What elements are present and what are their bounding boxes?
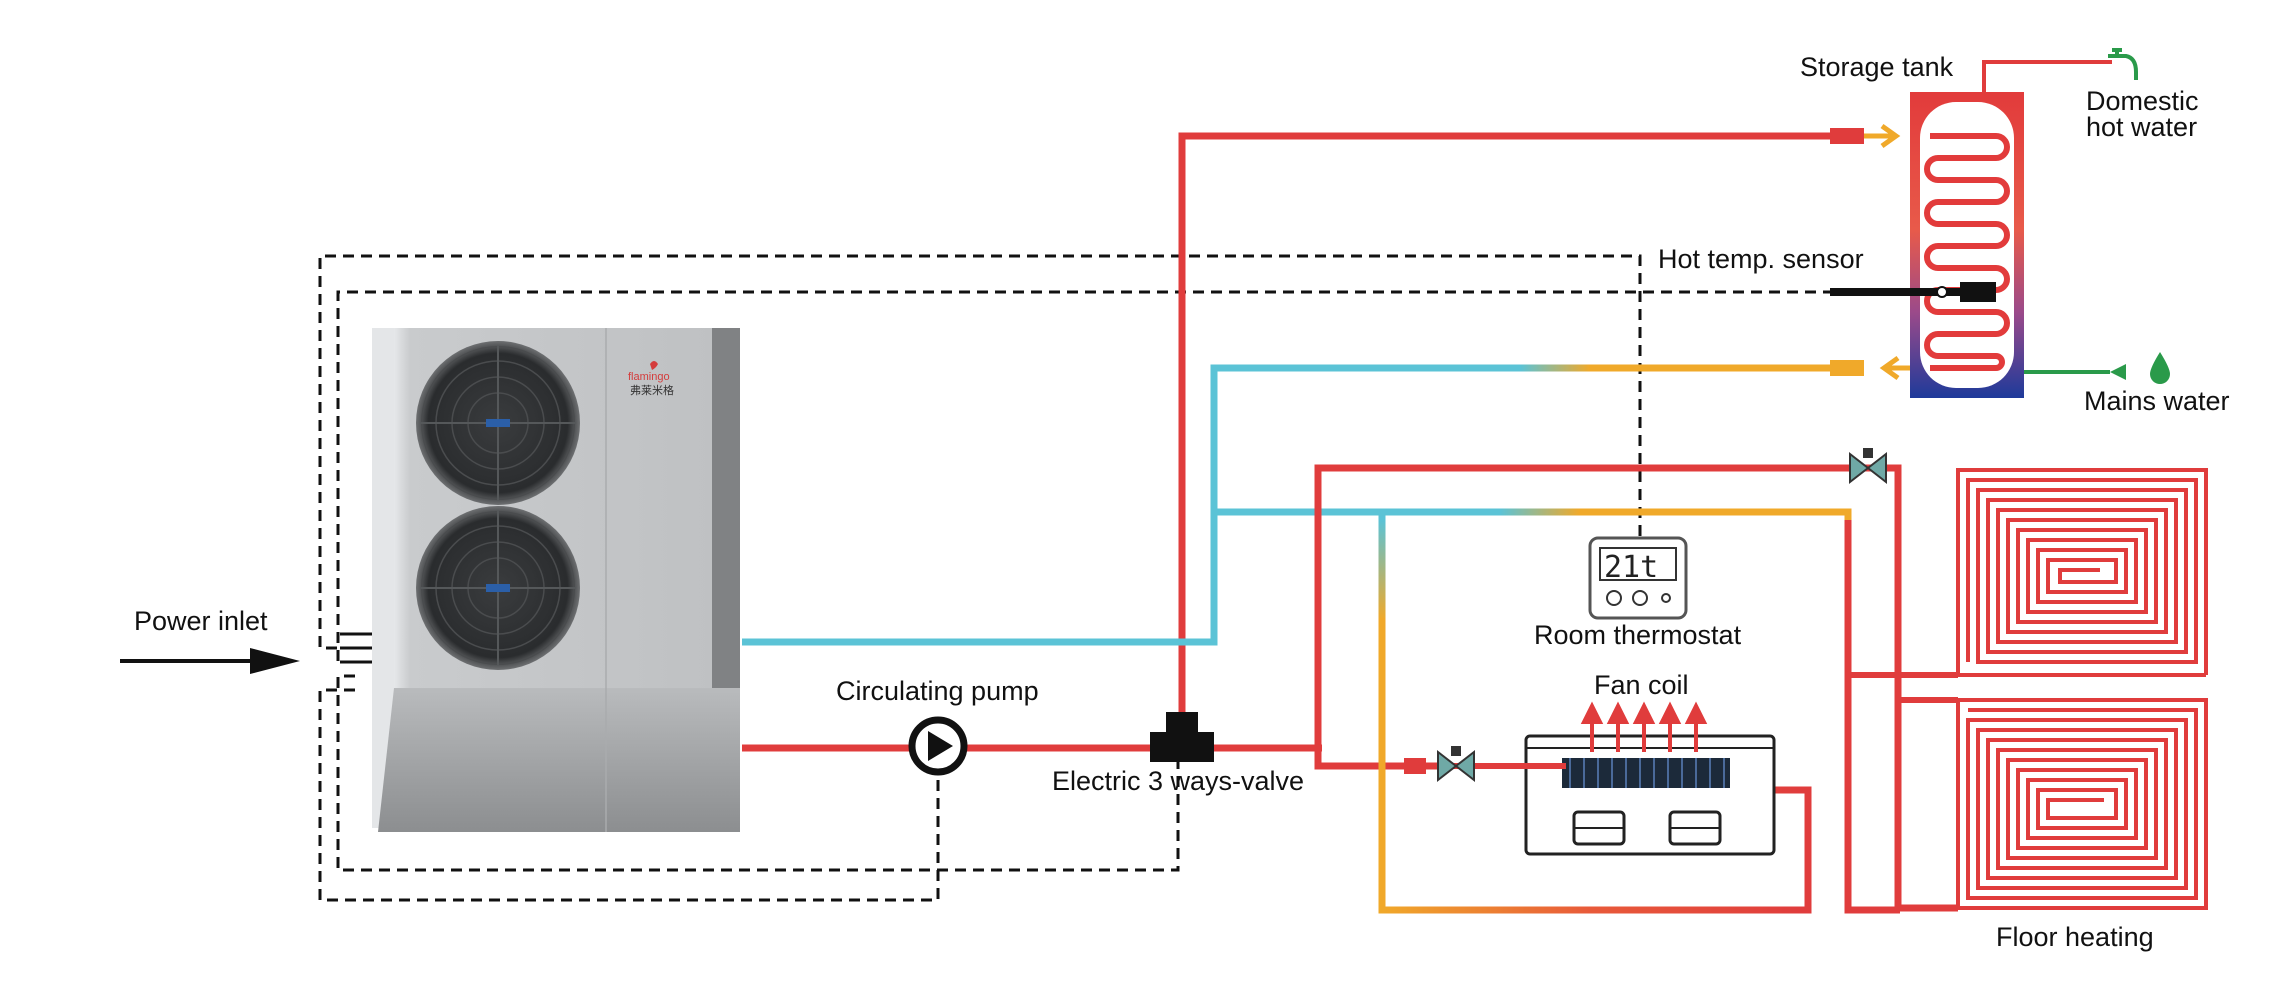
tank-coil [1924,133,2010,371]
heat-pump-unit: flamingo 弗莱米格 [340,328,740,832]
wire-circulating-pump [318,688,940,902]
faucet-icon [2108,48,2138,80]
label-power-inlet: Power inlet [134,606,268,636]
sensor-dot [1936,286,1948,298]
label-hot-temp-sensor: Hot temp. sensor [1658,244,1864,274]
unit-right-panel [712,328,740,688]
thermostat-button-left-icon [1606,590,1622,606]
sensor-rod [1830,288,1990,296]
fancoil-zone-valve-icon [1437,746,1475,783]
floor-heating-coil-upper [1956,468,2208,677]
pipe-heating-return-cold [1210,368,1500,516]
brand-latin-text: flamingo [628,371,670,383]
collar-bottom-left [1830,360,1864,376]
fancoil-body [1524,734,1776,856]
fancoil-coil-block [1562,758,1730,788]
fan-coil [1404,701,1776,856]
top-fan-icon [416,341,580,505]
pipe-to-tank [1178,132,1830,735]
electric-valve-icon [1150,712,1214,762]
bottom-fan-icon [416,506,580,670]
brand-logo: flamingo 弗莱米格 [628,361,674,397]
hot-temp-sensor [1830,282,1996,302]
pipe-floor-supply [1858,464,1958,912]
storage-tank [1910,48,2170,398]
label-domestic-hot-water-1: Domestic [2086,86,2199,116]
pipe-heating-return-warm [1498,508,1852,520]
thermostat-button-mid-icon [1632,590,1648,606]
thermostat-button-right-icon [1661,593,1671,603]
unit-base [378,688,740,832]
room-thermostat: 21t [1588,536,1688,620]
sensor-head [1960,282,1996,302]
label-fan-coil: Fan coil [1594,670,1689,700]
domestic-outlet-pipe [1982,60,2112,92]
label-room-thermostat: Room thermostat [1534,620,1742,650]
label-floor-heating: Floor heating [1996,922,2154,952]
mains-valve-icon [2110,364,2126,380]
pipe-fancoil-bottom [1378,618,1812,914]
label-domestic-hot-water-2: hot water [2086,112,2197,142]
flow-arrow-in-icon [1864,123,1901,149]
pipe-heating-supply [1314,464,1858,748]
thermostat-display: 21t [1604,550,1658,585]
water-drop-icon [2150,352,2170,384]
fancoil-coil-fins [1569,758,1725,788]
pipe-floor-return [1844,520,1900,914]
wire-electric-valve [336,674,1180,872]
label-storage-tank: Storage tank [1800,52,1954,82]
heat-output-arrows-icon [1580,701,1708,752]
pipe-tank-return-cold [742,364,1520,646]
label-mains-water: Mains water [2084,386,2230,416]
label-electric-valve: Electric 3 ways-valve [1052,766,1304,796]
labels: Storage tank Domestic hot water Hot temp… [134,52,2230,952]
brand-chinese-text: 弗莱米格 [630,383,674,397]
wire-thermostat [318,254,1642,650]
unit-side-panel [372,328,394,828]
fancoil-inlet-collar [1404,758,1426,774]
label-circulating-pump: Circulating pump [836,676,1039,706]
floor-zone-valve-icon [1849,448,1887,485]
circulating-pump-icon [908,716,968,776]
flamingo-logo-icon [650,361,658,370]
floor-heating-coil-lower [1956,698,2208,910]
thermostat-screen [1599,547,1677,581]
power-inlet-arrow-icon [120,648,300,674]
collar-top-left [1830,128,1864,144]
power-inlet-connectors [340,632,372,664]
